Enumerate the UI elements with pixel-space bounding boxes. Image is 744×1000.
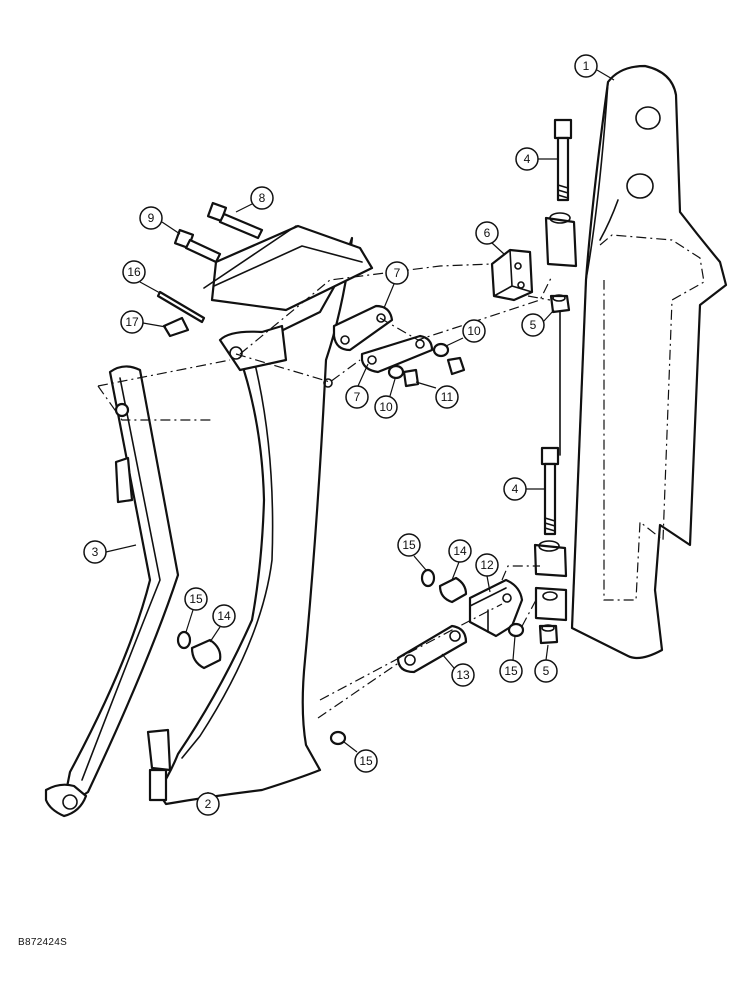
svg-text:10: 10 <box>467 324 481 338</box>
svg-text:5: 5 <box>530 318 537 332</box>
callout-16: 16 <box>122 260 161 294</box>
assembly-lines <box>97 263 553 719</box>
callout-13: 13 <box>441 653 475 687</box>
callout-15-bottom: 15 <box>343 741 378 773</box>
part-9-bolt <box>173 228 222 264</box>
callout-8: 8 <box>235 186 274 213</box>
part-8-bolt <box>206 201 264 240</box>
svg-text:14: 14 <box>217 609 231 623</box>
svg-text:15: 15 <box>189 592 203 606</box>
callout-7-lower: 7 <box>345 363 369 409</box>
svg-text:14: 14 <box>453 544 467 558</box>
part-11-nut-left <box>402 368 420 388</box>
svg-text:7: 7 <box>394 266 401 280</box>
callout-14-left: 14 <box>209 604 236 643</box>
svg-text:7: 7 <box>354 390 361 404</box>
callout-4-upper: 4 <box>515 147 557 171</box>
part-17-clip <box>162 316 190 338</box>
part-16-pin <box>156 290 206 324</box>
svg-text:4: 4 <box>512 482 519 496</box>
svg-text:8: 8 <box>259 191 266 205</box>
callout-6: 6 <box>475 221 505 255</box>
svg-text:5: 5 <box>543 664 550 678</box>
callout-5-lower: 5 <box>534 644 558 683</box>
callout-10-left: 10 <box>374 378 398 419</box>
part-3-link-bar <box>44 365 180 818</box>
callout-9: 9 <box>139 206 181 235</box>
part-15-ring-4 <box>329 730 347 746</box>
callout-11: 11 <box>415 381 459 409</box>
callout-15-top: 15 <box>397 533 427 571</box>
svg-text:9: 9 <box>148 211 155 225</box>
part-7-link-plate-upper <box>332 304 394 352</box>
callout-10-right: 10 <box>445 319 486 347</box>
svg-text:3: 3 <box>92 545 99 559</box>
part-4-bolt-upper <box>553 118 573 202</box>
svg-text:15: 15 <box>504 664 518 678</box>
svg-text:12: 12 <box>480 558 494 572</box>
part-10-washer-left <box>387 364 405 380</box>
part-11-nut-right <box>446 356 466 376</box>
callout-17: 17 <box>120 310 167 334</box>
part-4-bolt-lower <box>540 446 560 536</box>
callout-1: 1 <box>574 54 615 81</box>
svg-text:2: 2 <box>205 797 212 811</box>
part-13-link <box>396 624 468 674</box>
callout-4-lower: 4 <box>503 477 545 501</box>
svg-text:1: 1 <box>583 59 590 73</box>
part-10-washer-right <box>432 342 450 358</box>
svg-text:16: 16 <box>127 265 141 279</box>
part-2-shank <box>146 224 374 806</box>
svg-text:6: 6 <box>484 226 491 240</box>
part-7-link-plate-lower <box>360 334 434 374</box>
callout-5-upper: 5 <box>521 309 555 337</box>
part-14-pin-left <box>190 638 222 670</box>
part-15-ring-2 <box>176 630 192 650</box>
document-code: B872424S <box>18 937 68 948</box>
part-12-clevis <box>468 578 524 638</box>
callout-2: 2 <box>196 792 220 816</box>
svg-text:4: 4 <box>524 152 531 166</box>
clamp-blocks <box>533 212 578 622</box>
part-5-nut-lower <box>538 624 559 645</box>
part-15-ring-1 <box>420 568 436 588</box>
svg-text:11: 11 <box>441 390 454 404</box>
svg-text:17: 17 <box>125 315 139 329</box>
callout-3: 3 <box>83 540 137 564</box>
svg-text:15: 15 <box>359 754 373 768</box>
callout-12: 12 <box>475 553 499 593</box>
svg-text:10: 10 <box>379 400 393 414</box>
callout-15-left: 15 <box>184 587 208 633</box>
part-14-pin-right <box>438 576 468 604</box>
part-5-nut-upper <box>549 294 571 456</box>
part-1-frame <box>570 64 728 660</box>
callout-7-upper: 7 <box>383 261 409 309</box>
part-6-block <box>490 248 534 302</box>
callout-14-right: 14 <box>448 539 472 581</box>
svg-text:13: 13 <box>456 668 470 682</box>
svg-text:15: 15 <box>402 538 416 552</box>
part-15-ring-3 <box>507 622 525 638</box>
callout-15-mid: 15 <box>499 635 523 683</box>
